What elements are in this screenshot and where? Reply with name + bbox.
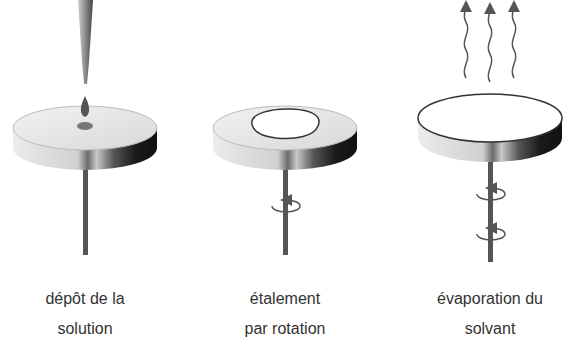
- spreading-film: [252, 109, 319, 139]
- stage-spreading: [213, 106, 357, 255]
- rotation-arrow: [477, 228, 505, 240]
- vapour-line: [488, 8, 492, 82]
- disk-top: [213, 106, 357, 150]
- stage-deposit: [13, 0, 157, 255]
- stage-evaporation: [418, 6, 562, 262]
- drop-on-disk: [77, 122, 93, 130]
- rotation-arrow: [477, 188, 505, 200]
- vapour-line: [464, 6, 468, 78]
- rotation-arrow: [272, 200, 300, 212]
- vapour-line: [512, 6, 516, 78]
- step-label: dépôt de la solution: [25, 284, 145, 344]
- drop: [81, 96, 89, 117]
- coated-disk-top: [418, 94, 562, 142]
- step-label: étalement par rotation: [240, 284, 330, 344]
- step-label: évaporation du solvant: [430, 284, 550, 344]
- pipette: [78, 0, 93, 84]
